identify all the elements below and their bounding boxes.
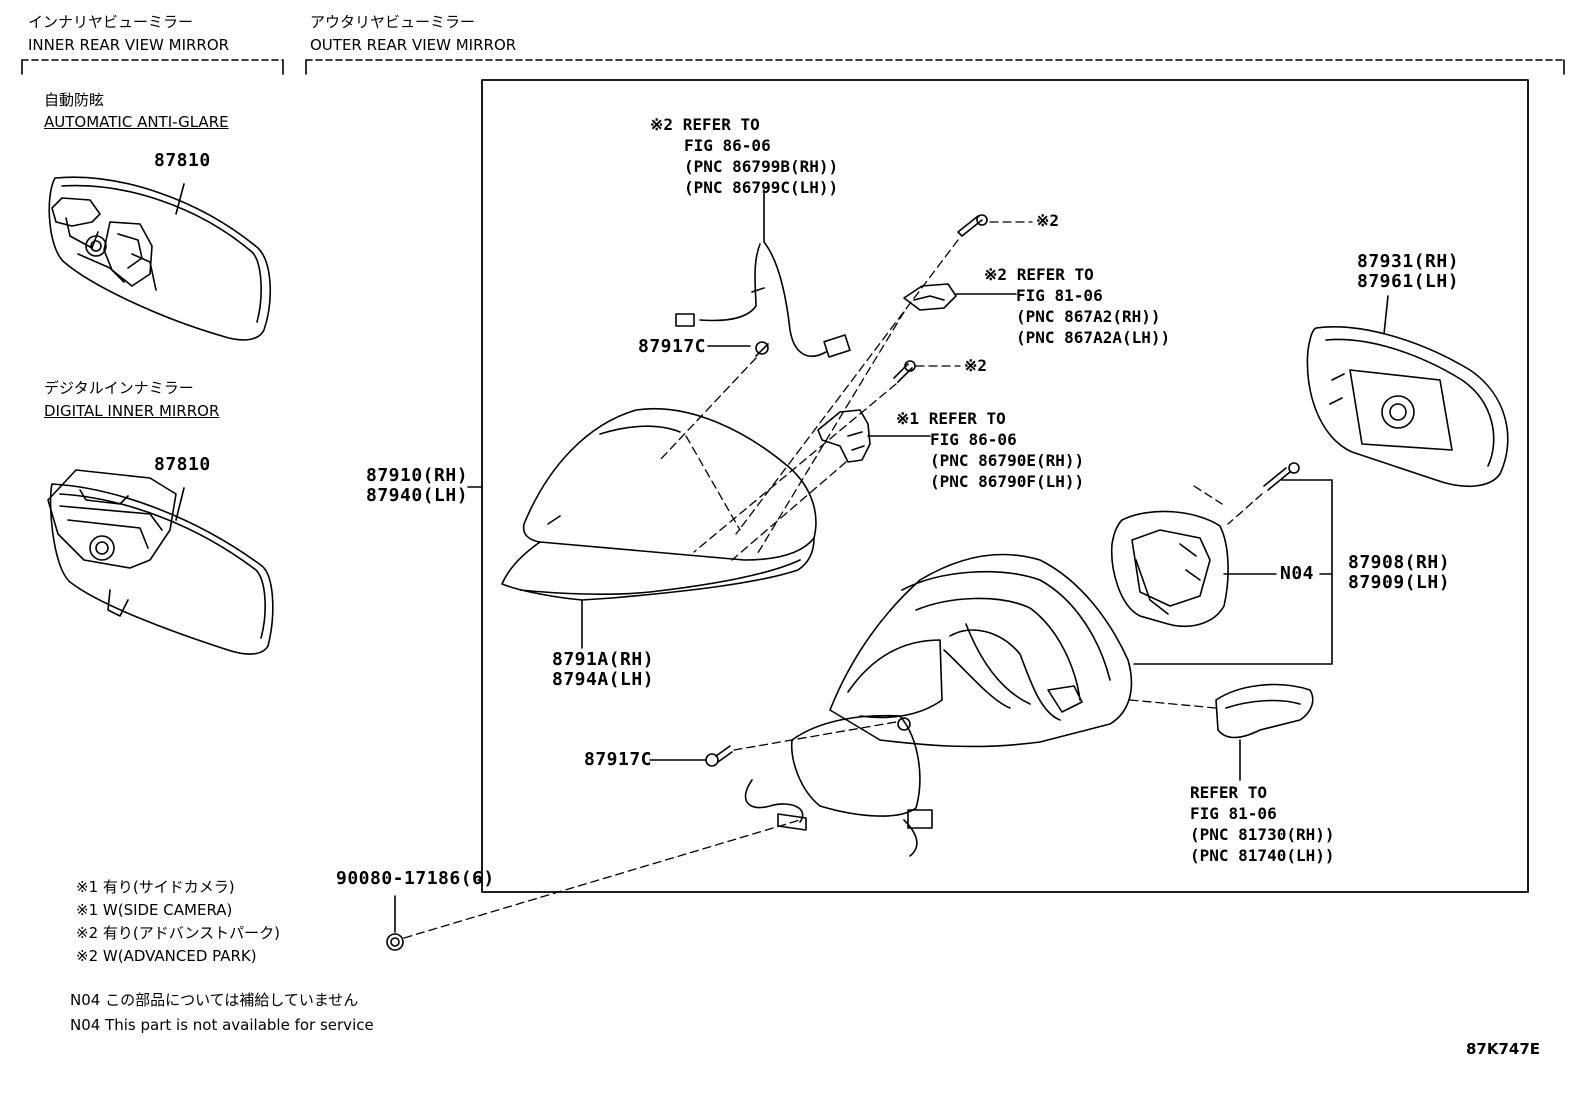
part-87961-lh: 87961(LH) bbox=[1357, 271, 1460, 292]
note-jp: N04 この部品については補給していません bbox=[70, 991, 359, 1009]
ref-turn-lamp-line-1: FIG 81-06 bbox=[1190, 804, 1277, 823]
ref-cable-mark: ※2 bbox=[650, 115, 674, 134]
inner-section-bracket bbox=[21, 59, 284, 75]
ref-sensor-line-2: (PNC 867A2(RH)) bbox=[1016, 307, 1161, 326]
part-87931-rh: 87931(RH) bbox=[1357, 251, 1460, 272]
ref-turn-lamp-block: REFER TO FIG 81-06 (PNC 81730(RH)) (PNC … bbox=[1190, 782, 1335, 866]
ref-sensor-line-0: REFER TO bbox=[1016, 265, 1094, 284]
ref-cable-line-1: FIG 86-06 bbox=[684, 136, 771, 155]
auto-antiglare-label-jp: 自動防眩 bbox=[44, 91, 105, 109]
legend-item-3: ※2 W(ADVANCED PARK) bbox=[76, 947, 257, 965]
ref-camera-block: ※1 REFER TO FIG 86-06 (PNC 86790E(RH)) (… bbox=[896, 408, 1084, 492]
outer-mirror-frame bbox=[481, 79, 1529, 893]
legend: ※1 有り(サイドカメラ) ※1 W(SIDE CAMERA) ※2 有り(アド… bbox=[76, 876, 280, 968]
ref-sensor-mark: ※2 bbox=[984, 265, 1008, 284]
leader-87810-digital bbox=[175, 487, 185, 521]
cable-harness-drawing bbox=[675, 189, 851, 358]
ref-sensor-block: ※2 REFER TO FIG 81-06 (PNC 867A2(RH)) (P… bbox=[984, 264, 1170, 348]
mark-screw-1: ※2 bbox=[1036, 211, 1060, 230]
legend-item-2: ※2 有り(アドバンストパーク) bbox=[76, 924, 281, 942]
screw-bottom-drawing bbox=[705, 745, 733, 767]
part-mirror-assy: 87910(RH) 87940(LH) bbox=[366, 466, 468, 506]
part-90080-nut: 90080-17186(6) bbox=[336, 868, 495, 889]
part-87909-lh: 87909(LH) bbox=[1348, 572, 1451, 593]
mark-screw-2: ※2 bbox=[964, 356, 988, 375]
part-87917c-bottom: 87917C bbox=[584, 749, 653, 770]
ref-camera-mark: ※1 bbox=[896, 409, 920, 428]
part-87810-auto: 87810 bbox=[154, 150, 211, 171]
side-camera-drawing bbox=[817, 409, 871, 463]
mirror-cover-drawing bbox=[501, 408, 817, 601]
leader-87810-auto bbox=[175, 183, 185, 215]
digital-mirror-label-jp: デジタルインナミラー bbox=[44, 379, 194, 397]
ref-camera-line-3: (PNC 86790F(LH)) bbox=[930, 472, 1085, 491]
ref-cable-line-3: (PNC 86799C(LH)) bbox=[684, 178, 839, 197]
part-8794a-lh: 8794A(LH) bbox=[552, 669, 655, 690]
inner-section-title-jp: インナリヤビューミラー bbox=[28, 13, 194, 31]
ref-cable-block: ※2 REFER TO FIG 86-06 (PNC 86799B(RH)) (… bbox=[650, 114, 838, 198]
part-8791a-rh: 8791A(RH) bbox=[552, 649, 655, 670]
screw-mid-drawing bbox=[893, 360, 916, 383]
ref-sensor-line-1: FIG 81-06 bbox=[1016, 286, 1103, 305]
note-en: N04 This part is not available for servi… bbox=[70, 1016, 374, 1034]
part-n04: N04 bbox=[1280, 563, 1315, 584]
ref-turn-lamp-line-3: (PNC 81740(LH)) bbox=[1190, 846, 1335, 865]
assembly-lines bbox=[403, 221, 1263, 939]
part-cover: 8791A(RH) 8794A(LH) bbox=[552, 650, 654, 690]
actuator-group-bracket bbox=[1133, 479, 1333, 665]
turn-lamp-drawing bbox=[1215, 683, 1314, 739]
part-87917c-top: 87917C bbox=[638, 336, 707, 357]
outer-section-bracket bbox=[305, 59, 1565, 75]
screw-actuator-drawing bbox=[1263, 462, 1300, 491]
ref-cable-line-2: (PNC 86799B(RH)) bbox=[684, 157, 839, 176]
part-87810-digital: 87810 bbox=[154, 454, 211, 475]
actuator-drawing bbox=[1110, 510, 1229, 628]
mirror-glass-drawing bbox=[1306, 326, 1509, 488]
outer-section-title-jp: アウタリヤビューミラー bbox=[310, 13, 476, 31]
digital-inner-mirror-drawing bbox=[47, 469, 274, 655]
legend-item-0: ※1 有り(サイドカメラ) bbox=[76, 878, 235, 896]
auto-antiglare-mirror-drawing bbox=[48, 176, 272, 341]
screw-top-drawing bbox=[755, 214, 988, 357]
auto-antiglare-label-en: AUTOMATIC ANTI-GLARE bbox=[44, 113, 229, 131]
part-actuator: 87908(RH) 87909(LH) bbox=[1348, 553, 1450, 593]
ref-camera-line-1: FIG 86-06 bbox=[930, 430, 1017, 449]
digital-mirror-label-en: DIGITAL INNER MIRROR bbox=[44, 402, 220, 420]
ref-turn-lamp-line-0: REFER TO bbox=[1190, 783, 1268, 802]
part-87908-rh: 87908(RH) bbox=[1348, 552, 1451, 573]
part-mirror-glass: 87931(RH) 87961(LH) bbox=[1357, 252, 1459, 292]
part-87910-rh: 87910(RH) bbox=[366, 465, 469, 486]
mirror-base-drawing bbox=[744, 553, 1133, 857]
leader-mirror-glass bbox=[1383, 295, 1389, 335]
ref-turn-lamp-line-2: (PNC 81730(RH)) bbox=[1190, 825, 1335, 844]
ref-camera-line-2: (PNC 86790E(RH)) bbox=[930, 451, 1085, 470]
outer-section-title-en: OUTER REAR VIEW MIRROR bbox=[310, 36, 517, 54]
ref-camera-line-0: REFER TO bbox=[928, 409, 1006, 428]
notes: N04 この部品については補給していません N04 This part is n… bbox=[70, 988, 374, 1038]
figure-code: 87K747E bbox=[1466, 1040, 1541, 1058]
part-87940-lh: 87940(LH) bbox=[366, 485, 469, 506]
ref-cable-line-0: REFER TO bbox=[682, 115, 760, 134]
ref-sensor-line-3: (PNC 867A2A(LH)) bbox=[1016, 328, 1171, 347]
inner-section-title-en: INNER REAR VIEW MIRROR bbox=[28, 36, 230, 54]
legend-item-1: ※1 W(SIDE CAMERA) bbox=[76, 901, 233, 919]
sensor-bracket-drawing bbox=[903, 283, 957, 311]
nut-drawing bbox=[386, 933, 404, 951]
